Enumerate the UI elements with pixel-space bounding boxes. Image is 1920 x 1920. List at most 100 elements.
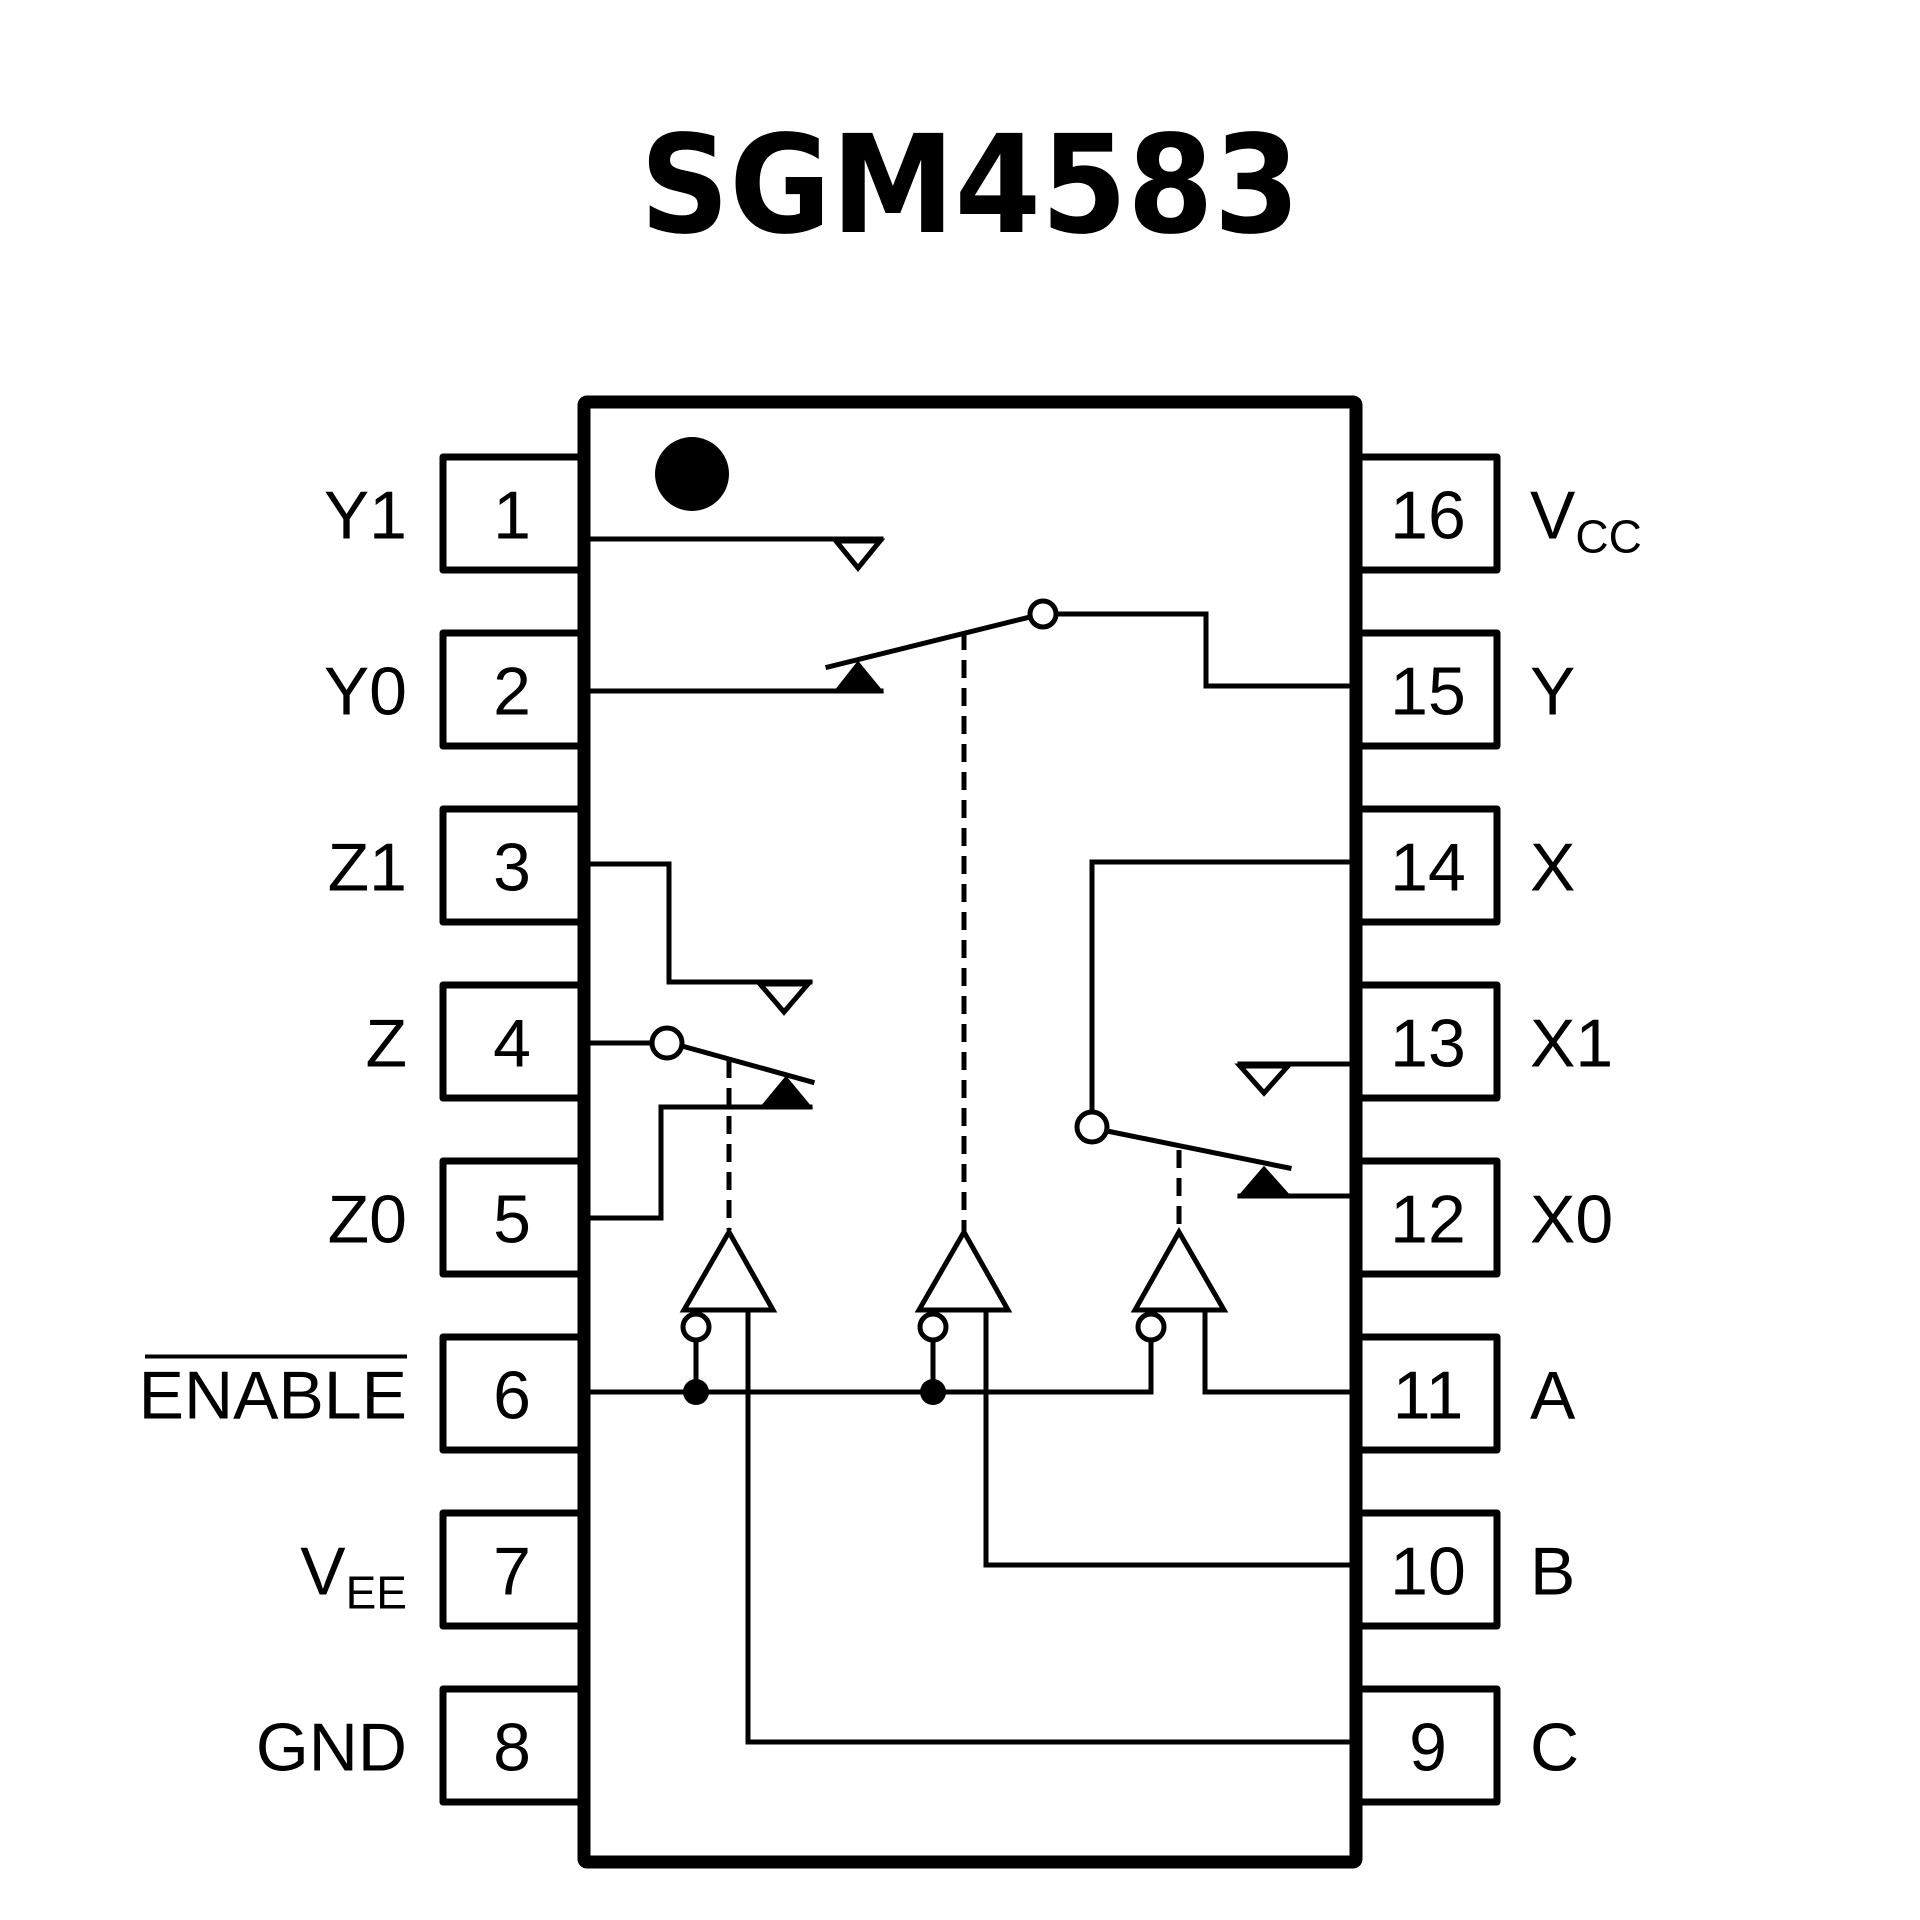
pin-label: Y0 [324,654,407,730]
wire-c [745,1307,1353,1745]
pin-number: 7 [493,1534,531,1610]
switch-z [587,861,816,1230]
buffer-b-enable-bubble [917,1311,949,1343]
pin-4: 4Z [365,981,588,1102]
switch-y-pivot-circle [1027,598,1059,630]
pin-label-text: V [300,1534,346,1610]
chip-title: SGM4583 [640,107,1300,265]
pin-number: 1 [493,478,531,554]
pin-8: 8 GND [256,1685,588,1806]
pin-number: 5 [493,1182,531,1258]
z1-contact-open-triangle-icon [754,981,814,1016]
pin-box [439,1157,588,1278]
pin-label: VEE [300,1534,407,1619]
pin-number: 8 [493,1710,531,1786]
pin-number: 12 [1390,1182,1466,1258]
pin-box [439,805,588,926]
wire-z0 [587,1104,813,1221]
pin-label: X0 [1530,1182,1613,1258]
pin-label: GND [256,1710,407,1786]
pin-label-text: Z1 [328,830,407,906]
pin-label-text: C [1530,1710,1579,1786]
enable-junction-dot-c [683,1379,709,1405]
pin-12: 12 X0 [1352,1157,1613,1278]
pin-label-text: X [1530,830,1575,906]
z0-contact-filled-triangle-icon [758,1075,814,1109]
pin-number: 16 [1390,478,1466,554]
pin-14: 14 X [1352,805,1575,926]
pin-label-text: GND [256,1710,407,1786]
enable-junction-dot-b [920,1379,946,1405]
switch-x-arm [1104,1128,1292,1171]
chip-body [577,395,1363,1869]
buffer-a-triangle-icon [1130,1226,1229,1313]
pin-label-text: Y1 [324,478,407,554]
buffer-c-enable-bubble [680,1311,712,1343]
buffer-b-triangle-icon [914,1226,1013,1313]
pin-6: 6 ENABLE [139,1333,588,1454]
pin-label-text: X0 [1530,1182,1613,1258]
pin-16: 16 VCC [1352,453,1642,574]
control-buffers [587,1226,1353,1745]
x0-contact-filled-triangle-icon [1236,1165,1293,1198]
pin-label-text: ENABLE [139,1358,407,1434]
pin-label-text: X1 [1530,1006,1613,1082]
pin-number: 10 [1390,1534,1466,1610]
pin-15: 15 Y [1352,629,1575,750]
switch-x-pivot-circle [1074,1109,1110,1145]
pin-label-text: B [1530,1534,1575,1610]
pin-number: 6 [493,1358,531,1434]
pin-label: ENABLE [139,1358,407,1434]
pin-label: Y1 [324,478,407,554]
pin-label: Z1 [328,830,407,906]
switch-z-pivot-circle [649,1025,685,1061]
pin-label-subscript: CC [1575,511,1641,563]
pin-label-text: Y0 [324,654,407,730]
pin-1: 1 Y1 [324,453,588,574]
pin-number: 2 [493,654,531,730]
pin-5: 5 Z0 [328,1157,588,1278]
pin-number: 11 [1393,1358,1464,1434]
pin-number: 3 [493,830,531,906]
pin-number: 15 [1390,654,1466,730]
pin-10: 10 B [1352,1509,1575,1630]
pin-label: Z0 [328,1182,407,1258]
pin-label: C [1530,1710,1579,1786]
pin-label: X [1530,830,1575,906]
pin-label: B [1530,1534,1575,1610]
pin-label-text: Z [365,1006,407,1082]
wire-a [1202,1307,1353,1395]
switch-y-arm [824,613,1034,671]
switch-y [587,536,1353,1232]
y1-contact-open-triangle-icon [830,538,886,572]
wire-enable [587,1337,1154,1395]
pin-7: 7 VEE [300,1509,588,1630]
pin-number: 14 [1390,830,1466,906]
pin-box [439,629,588,750]
pin-label: A [1530,1358,1576,1434]
pin-number: 4 [493,1006,531,1082]
pin-number: 9 [1409,1710,1447,1786]
switch-x [1074,859,1353,1232]
y0-contact-filled-triangle-icon [832,660,885,693]
pin-label: Y [1530,654,1575,730]
pin-box [439,453,588,574]
pin-label: X1 [1530,1006,1613,1082]
pin-label-subscript: EE [346,1567,407,1619]
wire-z1 [587,861,813,985]
pin-label: VCC [1530,478,1642,563]
pin1-indicator-dot [655,437,729,511]
pin-label-text: A [1530,1358,1576,1434]
pin-2: 2 Y0 [324,629,588,750]
x1-contact-open-triangle-icon [1234,1063,1294,1097]
buffer-a-enable-bubble [1135,1311,1167,1343]
pin-box [1352,1685,1501,1806]
pin-11: 11 A [1352,1333,1576,1454]
switch-z-arm [678,1042,816,1086]
pin-label-text: Y [1530,654,1575,730]
buffer-c-triangle-icon [679,1226,778,1313]
